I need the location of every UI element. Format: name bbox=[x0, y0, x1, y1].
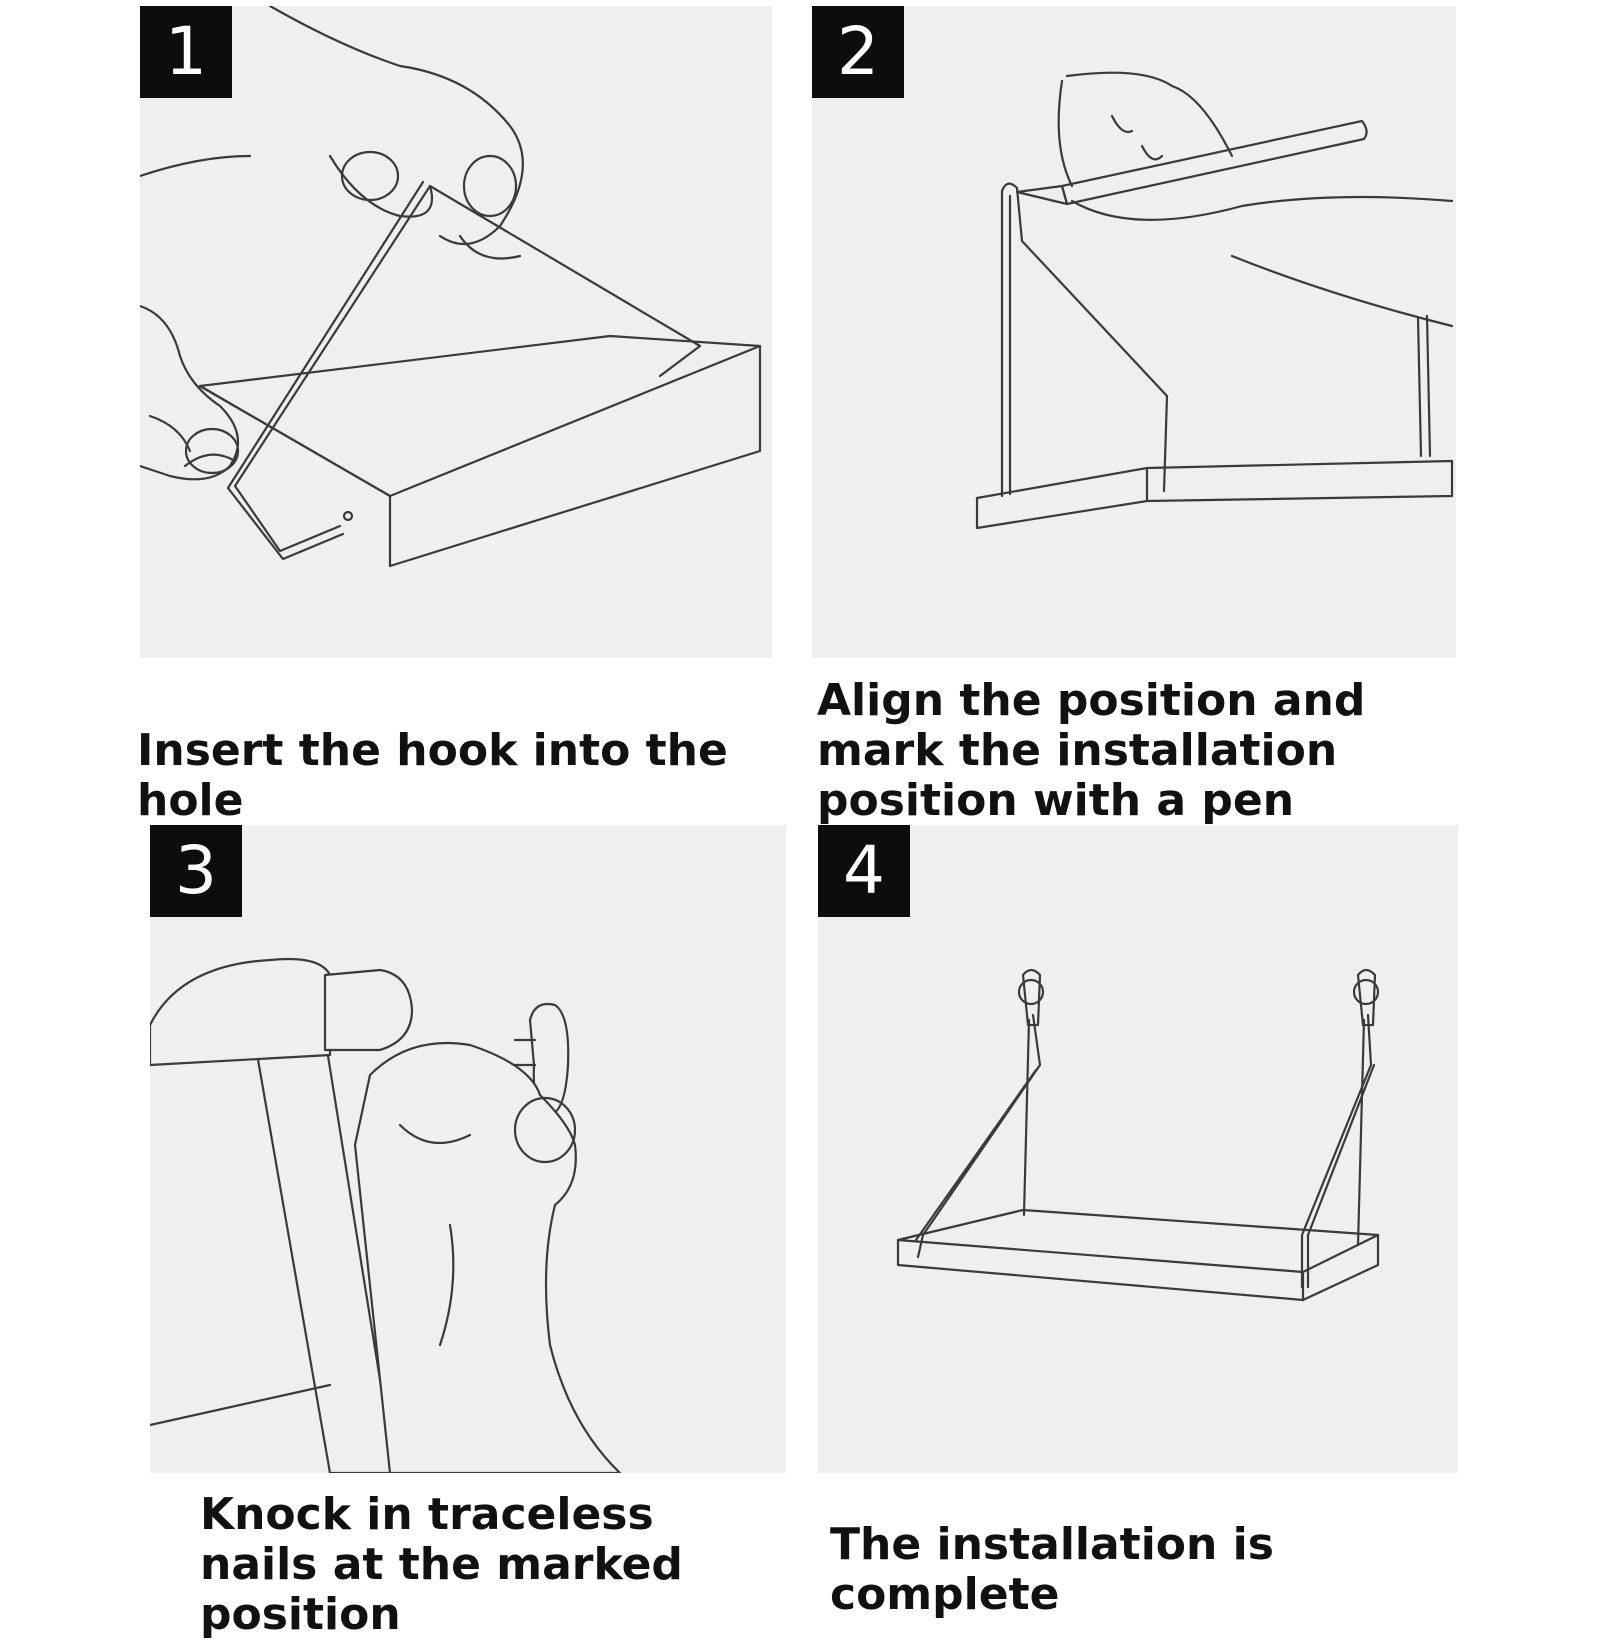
step-3-badge: 3 bbox=[150, 825, 242, 917]
left-hand bbox=[140, 304, 240, 481]
step-3-panel: 3 bbox=[150, 825, 786, 1473]
shelf-board bbox=[198, 334, 762, 568]
wire-hook bbox=[233, 184, 702, 553]
step-4-illustration bbox=[896, 968, 1380, 1302]
right-hand bbox=[268, 6, 524, 246]
shelf-board bbox=[896, 1208, 1380, 1302]
step-3-illustration bbox=[150, 957, 622, 1473]
right-hanger-wire bbox=[1300, 1013, 1373, 1289]
wire-frame bbox=[1000, 182, 1169, 498]
step-4-caption: The installation is complete bbox=[830, 1519, 1274, 1620]
shelf-board bbox=[975, 459, 1454, 530]
left-hanger-ring bbox=[1017, 978, 1045, 1006]
step-2-panel: 2 bbox=[812, 6, 1456, 658]
step-1-illustration bbox=[140, 6, 762, 568]
step-4-panel: 4 bbox=[818, 825, 1458, 1473]
step-2-caption: Align the position and mark the installa… bbox=[817, 675, 1366, 826]
hammer-head bbox=[150, 957, 332, 1067]
right-hanger-ring bbox=[1352, 978, 1380, 1006]
left-hanger-wire bbox=[916, 1013, 1042, 1259]
step-1-panel: 1 bbox=[140, 6, 772, 658]
step-1-badge: 1 bbox=[140, 6, 232, 98]
shelf-hole bbox=[342, 510, 354, 522]
step-1-caption: Insert the hook into the hole bbox=[137, 725, 728, 826]
step-2-illustration bbox=[975, 71, 1454, 530]
step-3-caption: Knock in traceless nails at the marked p… bbox=[200, 1489, 683, 1640]
hand bbox=[353, 1041, 622, 1473]
pencil bbox=[1060, 119, 1368, 206]
step-2-badge: 2 bbox=[812, 6, 904, 98]
step-4-badge: 4 bbox=[818, 825, 910, 917]
hand bbox=[1065, 71, 1234, 158]
